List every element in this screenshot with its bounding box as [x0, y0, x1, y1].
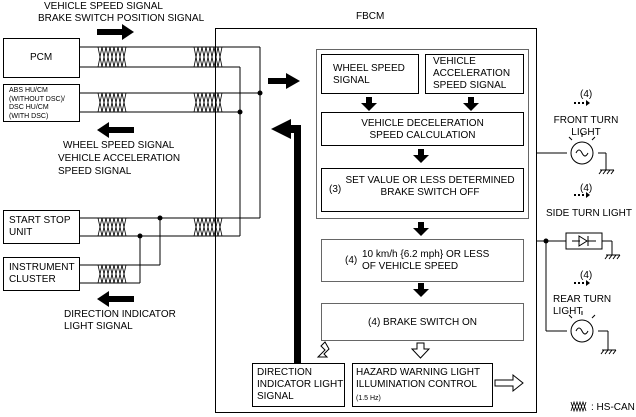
fbcm-label: FBCM [356, 11, 385, 22]
front-turn-label: FRONT TURN LIGHT [553, 115, 619, 138]
decel-calc-label: VEHICLE DECELERATION SPEED CALCULATION [361, 118, 484, 141]
instrument-cluster-box [3, 257, 80, 291]
rear-turn-num: (4) [580, 270, 593, 281]
start-stop-box [3, 210, 80, 244]
instrument-cluster-label: INSTRUMENT CLUSTER [9, 262, 75, 285]
rear-turn-label: REAR TURN LIGHT [553, 294, 612, 317]
front-turn-num: (4) [580, 89, 593, 100]
lamp-wiring [536, 152, 613, 350]
light-ray-icons [568, 133, 596, 319]
decel-calc-box [321, 112, 524, 146]
pcm-box [3, 38, 80, 78]
direction-light-signal-label: DIRECTION INDICATOR LIGHT SIGNAL [257, 367, 344, 402]
speed-check-label: 10 km/h {6.2 mph} OR LESS OF VEHICLE SPE… [362, 249, 490, 272]
hazard-control-label: HAZARD WARNING LIGHT ILLUMINATION CONTRO… [356, 367, 481, 390]
wheel-signal-label-1: WHEEL SPEED SIGNAL [63, 140, 175, 151]
brake-off-num: (3) [329, 184, 342, 195]
abs-box [3, 84, 80, 122]
brake-on-box [321, 303, 524, 341]
legend-twisted-pair-icon [570, 400, 587, 413]
side-turn-lamp-icon [565, 232, 603, 250]
rear-turn-lamp-icon [570, 319, 594, 343]
lamp-junction-dot [543, 238, 549, 244]
junction-dots [137, 90, 263, 239]
speed-check-box [321, 239, 524, 282]
start-stop-label: START STOP UNIT [9, 215, 71, 238]
top-signal-label-2: BRAKE SWITCH POSITION SIGNAL [38, 13, 205, 24]
abs-label: ABS HU/CM (WITHOUT DSC)/ DSC HU/CM (WITH… [9, 87, 65, 120]
dir-signal-label-2: LIGHT SIGNAL [64, 321, 133, 332]
wheel-signal-label-3: SPEED SIGNAL [58, 166, 132, 177]
top-signal-label-1: VEHICLE SPEED SIGNAL [44, 1, 163, 12]
signal-arrows [97, 24, 301, 370]
brake-off-box [321, 168, 524, 212]
hazard-freq-label: (1.5 Hz) [356, 395, 381, 402]
wheel-signal-label-2: VEHICLE ACCELERATION [58, 153, 181, 164]
vehicle-accel-box [425, 54, 524, 94]
flash-indicator-icons [574, 100, 590, 286]
flow-arrows [361, 97, 479, 297]
brake-on-label: (4) BRAKE SWITCH ON [368, 317, 477, 328]
front-turn-lamp-icon [570, 141, 594, 165]
side-turn-num: (4) [580, 183, 593, 194]
vehicle-accel-box-label: VEHICLE ACCELERATION SPEED SIGNAL [433, 56, 511, 91]
processing-group-box [316, 49, 529, 219]
speed-check-num: (4) [345, 255, 358, 266]
outline-arrows [316, 341, 524, 393]
dir-signal-label-1: DIRECTION INDICATOR [64, 309, 176, 320]
wheel-speed-box [321, 54, 419, 94]
wheel-speed-box-label: WHEEL SPEED SIGNAL [333, 63, 405, 86]
hazard-control-box [352, 363, 493, 407]
side-turn-label: SIDE TURN LIGHT [546, 208, 632, 219]
pcm-label: PCM [30, 52, 53, 63]
legend-label: : HS-CAN [591, 402, 635, 413]
fbcm-box [215, 28, 537, 413]
brake-off-label: SET VALUE OR LESS DETERMINED BRAKE SWITC… [345, 175, 515, 198]
direction-light-signal-box [252, 363, 345, 407]
ground-icons [598, 169, 621, 355]
twisted-pair-icons [97, 46, 223, 284]
